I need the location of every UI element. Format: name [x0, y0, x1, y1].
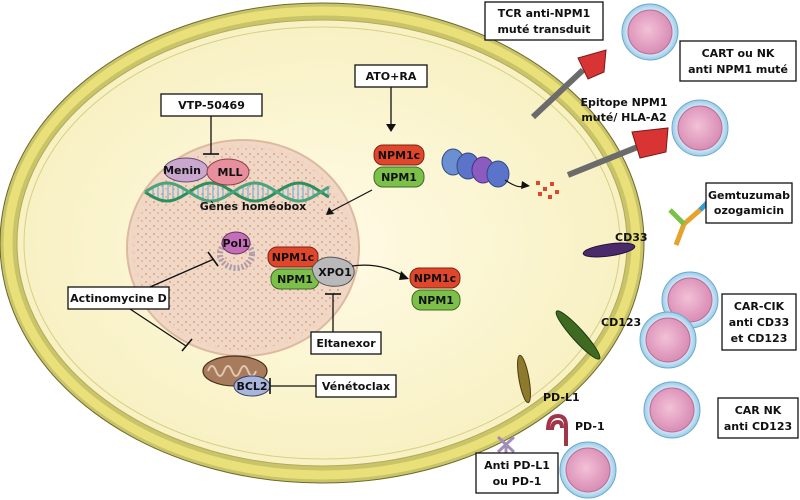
pol1-complex [217, 231, 255, 271]
cd123-label: CD123 [601, 316, 641, 329]
pd-l1-marker [517, 354, 531, 404]
actino-pol1-line [149, 258, 215, 288]
xpo1-protein [311, 256, 355, 287]
menin-label: Menin [163, 164, 201, 177]
cart-receptor [631, 127, 669, 159]
dna-helix [144, 181, 330, 203]
actino-bcl2-line [129, 308, 187, 347]
bcl2-label: BCL2 [236, 380, 267, 393]
gemtuzumab-label-2: ozogamicin [714, 204, 784, 217]
cd123-marker [555, 310, 601, 360]
degradation-fragments [536, 181, 559, 199]
export-arrow [351, 264, 405, 277]
xpo1-label: XPO1 [318, 266, 352, 279]
npm1-top [373, 166, 425, 188]
npm1-cytoplasm [411, 289, 461, 311]
tcr-box [484, 1, 604, 41]
pd-l1-label: PD-L1 [543, 391, 580, 404]
car-nk-cd123-box [717, 397, 799, 439]
pd-1-receptor [546, 413, 568, 446]
mll-protein [206, 158, 250, 186]
tcr-cell-nucleus [627, 9, 673, 55]
npm1-to-nucleus-arrow [329, 189, 373, 213]
pol1-label: Pol1 [222, 237, 249, 250]
tcr-label-1: TCR anti-NPM1 [498, 7, 591, 20]
npm1-nucleus-label: NPM1 [277, 273, 313, 286]
car-cik-cd123-cell-nucleus [645, 317, 691, 363]
tcr-stick [530, 67, 586, 120]
cart-nk-label-2: anti NPM1 muté [688, 63, 788, 76]
npm1-cytoplasm-label: NPM1 [418, 294, 454, 307]
npm1c-cytoplasm-label: NPM1c [414, 272, 456, 285]
car-nk-cd123-label-2: anti CD123 [724, 420, 792, 433]
eltanexor-label: Eltanexor [316, 337, 376, 350]
car-cik-label-3: et CD123 [731, 332, 788, 345]
vtp-label: VTP-50469 [178, 99, 245, 112]
npm1c-cytoplasm [409, 267, 461, 289]
tcr-label-2: muté transduit [497, 23, 590, 36]
epitope-label-1: Epitope NPM1 [580, 96, 667, 109]
cart-nk-box [679, 40, 797, 82]
epitope-stick [566, 143, 642, 178]
npm1c-top-label: NPM1c [378, 149, 420, 162]
car-cik-box [721, 293, 797, 351]
npm1-to-nucleus-arrowhead [326, 207, 334, 215]
tcr-receptor [577, 49, 607, 80]
npm1c-nucleus [267, 246, 319, 268]
actino-bcl2-bar [181, 338, 193, 352]
anti-pd-label-2: ou PD-1 [493, 475, 542, 488]
gemtuzumab-label-1: Gemtuzumab [708, 189, 790, 202]
ato-ra-arrowhead [386, 124, 396, 132]
npm1c-top [373, 144, 425, 166]
actinomycine-box [67, 286, 170, 310]
ato-ra-label: ATO+RA [366, 70, 417, 83]
cd33-marker [582, 242, 636, 258]
epitope-label-2: muté/ HLA-A2 [581, 111, 666, 124]
cart-nk-label-1: CART ou NK [702, 47, 775, 60]
eltanexor-box [310, 331, 382, 355]
dna-strand [144, 181, 330, 203]
effector-cells [559, 3, 729, 499]
actino-pol1-bar [207, 251, 219, 267]
cart-nk-cell-nucleus [677, 105, 723, 151]
actinomycine-label: Actinomycine D [70, 292, 167, 305]
pd-1-label: PD-1 [575, 420, 605, 433]
car-nk-cd123-cell-nucleus [649, 387, 695, 433]
export-arrowhead [399, 271, 409, 280]
proteasome-arrowhead [521, 181, 530, 189]
car-cik-label-2: anti CD33 [729, 316, 790, 329]
anti-pd-box [475, 452, 559, 494]
anti-pd-label-1: Anti PD-L1 [484, 459, 550, 472]
mll-label: MLL [218, 166, 243, 179]
proteasome [441, 148, 510, 188]
venetoclax-box [315, 374, 397, 398]
car-nk-cd123-label-1: CAR NK [735, 404, 782, 417]
genes-label: Gènes homéobox [200, 200, 307, 213]
npm1c-nucleus-label: NPM1c [272, 251, 314, 264]
dna-strand [144, 181, 330, 203]
cd33-label: CD33 [615, 231, 648, 244]
npm1-top-label: NPM1 [381, 171, 417, 184]
pd-1-cell-nucleus [565, 447, 611, 493]
car-cik-label-1: CAR-CIK [734, 300, 785, 313]
venetoclax-label: Vénétoclax [322, 380, 390, 393]
gemtuzumab-box [705, 182, 793, 224]
